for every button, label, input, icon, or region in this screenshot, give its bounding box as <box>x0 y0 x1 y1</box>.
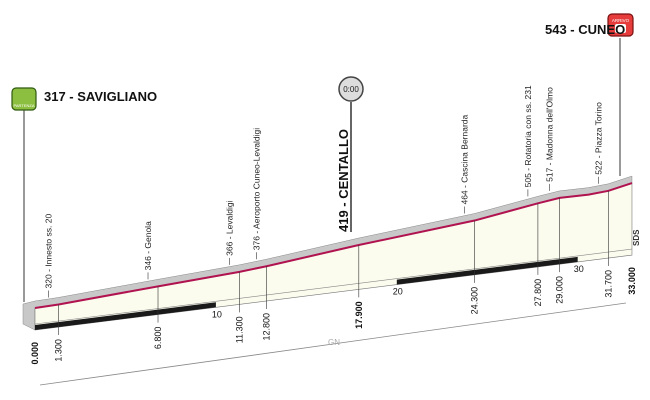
finish-city-label: 543 - CUNEO <box>545 22 625 37</box>
profile-fill <box>34 182 633 331</box>
waypoint-label: 376 - Aeroporto Cuneo-Levaldigi <box>252 128 262 250</box>
km-marker-30: 30 <box>574 264 584 274</box>
start-badge-text: PARTENZA <box>14 103 35 108</box>
km-bar-edge <box>34 248 633 325</box>
km-distance-label: 29.000 <box>555 276 565 304</box>
profile-line <box>34 182 633 309</box>
waypoint-label: 320 - Innesto ss. 20 <box>44 214 54 289</box>
stopwatch-icon <box>338 76 364 102</box>
finish-icon-symbol <box>615 24 626 33</box>
km-bar-0 <box>35 302 216 330</box>
waypoint-label: 517 - Madonna dell'Olmo <box>545 87 555 182</box>
bottom-scale-line <box>39 302 627 386</box>
finish-badge-text: ARRIVO <box>612 18 630 23</box>
km-distance-label: 6.800 <box>153 327 163 350</box>
km-marker-10: 10 <box>212 309 222 319</box>
km-distance-label: 11.300 <box>234 316 244 343</box>
bottom-label: GN <box>328 338 340 347</box>
km-distance-label: 12.800 <box>262 313 272 341</box>
waypoint-label: 366 - Levaldigi <box>224 200 234 255</box>
start-partenza-icon <box>11 87 37 111</box>
km-distance-label: 27.800 <box>533 279 543 307</box>
start-city-label: 317 - SAVIGLIANO <box>44 89 157 104</box>
km-distance-label: 1.300 <box>54 339 64 362</box>
km-distance-label: 0.000 <box>30 342 40 365</box>
km-distance-label: 24.300 <box>470 287 480 315</box>
km-marker-20: 20 <box>393 287 403 297</box>
intermediate-city-label: 419 - CENTALLO <box>336 129 351 232</box>
km-distance-label: 33.000 <box>627 267 637 295</box>
km-distance-label: 17.900 <box>354 301 364 329</box>
side-label: SDS <box>632 229 641 246</box>
waypoint-label: 346 - Genola <box>143 221 153 270</box>
stopwatch-text: 0:00 <box>343 85 359 94</box>
km-distance-label: 31.700 <box>603 270 613 298</box>
waypoint-label: 522 - Piazza Torino <box>593 102 603 175</box>
waypoint-label: 464 - Cascina Bernarda <box>460 114 470 204</box>
km-bar-1 <box>396 256 578 285</box>
waypoint-label: 505 - Rotatoria con ss. 231 <box>523 85 533 187</box>
